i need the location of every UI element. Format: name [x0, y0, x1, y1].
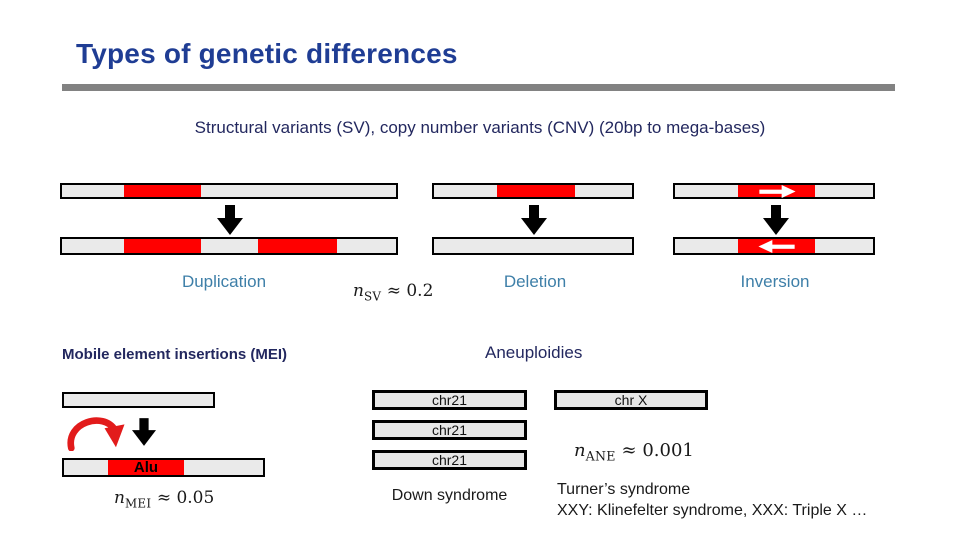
down-arrow-icon [132, 417, 156, 447]
down-arrow-icon [521, 205, 547, 235]
right-arrow-icon [758, 184, 796, 198]
duplication-segment-copy1 [124, 239, 201, 253]
duplication-label: Duplication [181, 272, 267, 291]
inversion-segment-forward [738, 184, 815, 198]
aneuploidies-heading: Aneuploidies [485, 343, 583, 362]
alu-label: Alu [133, 459, 159, 476]
duplication-segment-copy2 [258, 239, 337, 253]
chr21-box-2: chr21 [372, 420, 527, 440]
left-arrow-icon [757, 239, 796, 253]
down-arrow-icon [217, 205, 243, 235]
chr21-box-3: chr21 [372, 450, 527, 470]
page-title: Types of genetic differences [76, 38, 458, 69]
aneuploidy-rate-value: ≈ 0.001 [621, 440, 694, 461]
deletion-segment [497, 185, 575, 197]
aneuploidy-rate: nANE ≈ 0.001 [574, 440, 694, 464]
mei-heading: Mobile element insertions (MEI) [62, 346, 288, 363]
duplication-chromosome-after [60, 237, 398, 255]
deletion-label: Deletion [503, 272, 567, 291]
inversion-chromosome-before [673, 183, 875, 199]
mei-rate: nMEI ≈ 0.05 [114, 488, 214, 510]
turner-syndrome-caption: Turner’s syndrome [557, 481, 691, 498]
sv-rate-value: ≈ 0.2 [386, 281, 434, 301]
mei-rate-var: n [114, 488, 125, 508]
mei-chromosome-after: Alu [62, 458, 265, 477]
mei-chromosome-before [62, 392, 215, 408]
deletion-chromosome-before [432, 183, 634, 199]
down-syndrome-caption: Down syndrome [391, 487, 508, 504]
title-underline [62, 84, 895, 91]
aneuploidy-rate-sub: ANE [585, 448, 616, 464]
duplication-chromosome-before [60, 183, 398, 199]
deletion-chromosome-after [432, 237, 634, 255]
inversion-label: Inversion [740, 272, 810, 291]
duplication-segment [124, 185, 201, 197]
chr21-box-1: chr21 [372, 390, 527, 410]
down-arrow-icon [763, 205, 789, 235]
inversion-segment-reversed [738, 239, 815, 253]
aneuploidy-rate-var: n [574, 440, 586, 461]
insertion-curved-arrow-icon [64, 413, 128, 451]
subtitle: Structural variants (SV), copy number va… [194, 118, 766, 137]
alu-insertion-segment: Alu [108, 459, 184, 476]
mei-rate-sub: MEI [124, 496, 152, 511]
sv-rate-var: n [353, 281, 364, 301]
sv-rate: nSV ≈ 0.2 [353, 281, 433, 303]
mei-rate-value: ≈ 0.05 [156, 488, 215, 508]
xxy-caption: XXY: Klinefelter syndrome, XXX: Triple X… [557, 502, 868, 519]
inversion-chromosome-after [673, 237, 875, 255]
sv-rate-sub: SV [363, 289, 382, 304]
chrx-box: chr X [554, 390, 708, 410]
